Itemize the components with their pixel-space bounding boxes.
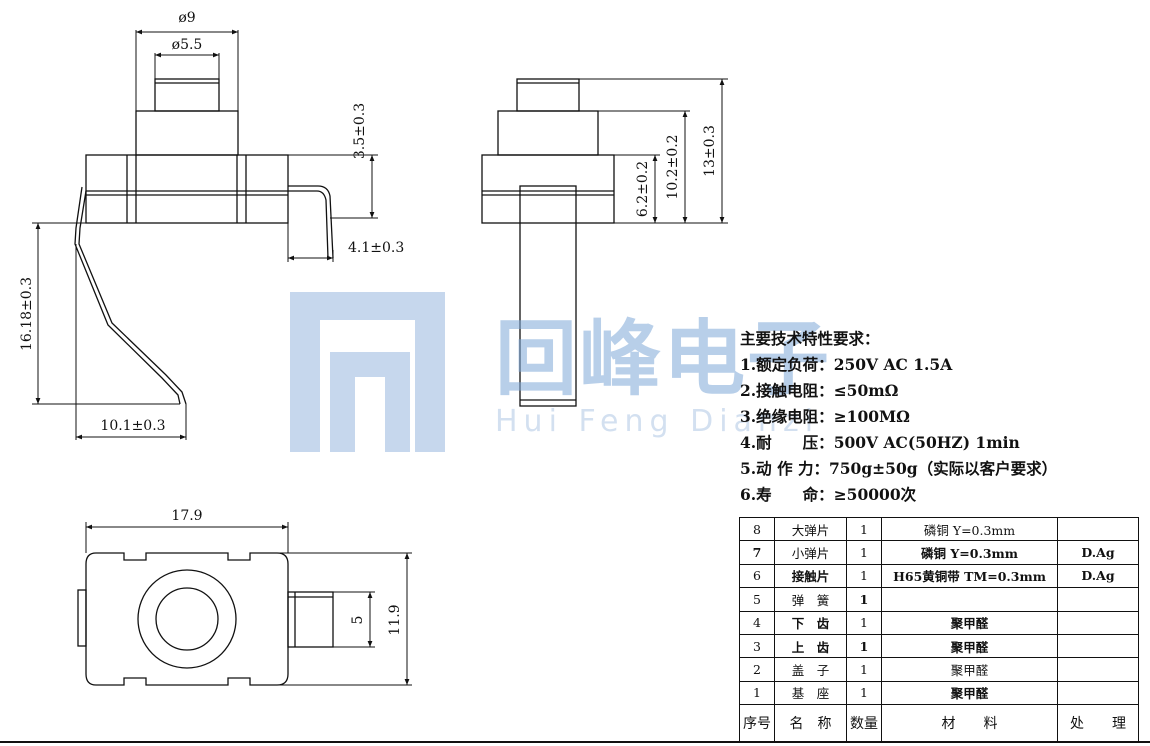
dim-h6-2: 6.2±0.2 <box>635 161 651 217</box>
bom-cell: 弹 簧 <box>774 587 847 612</box>
bom-cell: 接触片 <box>774 563 847 589</box>
spec-item: 1.额定负荷：250V AC 1.5A <box>740 352 1145 378</box>
bom-cell <box>1057 587 1139 612</box>
bom-cell: 2 <box>739 657 775 682</box>
front-view-dimensions <box>32 29 378 440</box>
bom-cell: 序号 <box>739 704 775 743</box>
watermark-logo-icon <box>290 292 445 452</box>
bom-cell: 大弹片 <box>774 516 847 542</box>
bom-cell <box>881 587 1058 612</box>
spec-text: ≥50000次 <box>833 485 917 504</box>
spec-text: ≤50mΩ <box>833 381 899 400</box>
bom-cell: 处 理 <box>1057 704 1139 743</box>
spec-text: 6.寿 命： <box>740 485 834 504</box>
top-view-dimensions <box>85 522 412 686</box>
spec-text: 3.绝缘电阻： <box>740 407 834 426</box>
bom-cell: 1 <box>846 587 882 612</box>
bom-cell: 名 称 <box>774 704 847 743</box>
bom-cell: 聚甲醛 <box>881 610 1058 635</box>
spec-item: 2.接触电阻：≤50mΩ <box>740 378 1145 404</box>
bom-cell: 聚甲醛 <box>881 633 1058 659</box>
bom-cell <box>1057 516 1139 542</box>
dim-h10-2: 10.2±0.2 <box>665 134 681 199</box>
dim-d9: ø9 <box>178 10 195 26</box>
bom-cell: 聚甲醛 <box>881 657 1058 682</box>
bom-cell: 4 <box>739 610 775 635</box>
bom-header-row: 序号名 称数量材 料处 理 <box>739 704 1139 743</box>
bom-cell: 8 <box>739 516 775 542</box>
bom-cell: 1 <box>846 680 882 706</box>
bom-cell: H65黄铜带 TM=0.3mm <box>881 563 1058 589</box>
bom-cell: 磷铜 Y=0.3mm <box>881 516 1058 542</box>
bom-cell: 7 <box>739 540 775 565</box>
bom-cell: D.Ag <box>1057 540 1139 565</box>
bom-cell <box>1057 657 1139 682</box>
bom-cell: 小弹片 <box>774 540 847 565</box>
front-view <box>74 78 334 405</box>
bom-cell: 1 <box>846 540 882 565</box>
spec-text: 2.接触电阻： <box>740 381 834 400</box>
watermark-cn: 回峰电子 <box>495 312 832 407</box>
dim-h13: 13±0.3 <box>702 125 718 177</box>
dim-w4-1: 4.1±0.3 <box>348 240 404 256</box>
spec-item: 3.绝缘电阻：≥100MΩ <box>740 404 1145 430</box>
side-view <box>481 78 615 407</box>
dim-w5: 5 <box>350 616 366 625</box>
bom-cell: 6 <box>739 563 775 589</box>
bom-cell: 3 <box>739 633 775 659</box>
watermark: 回峰电子 Hui Feng Dianzi <box>290 292 850 452</box>
dim-h16-18: 16.18±0.3 <box>19 277 35 351</box>
bom-cell: 聚甲醛 <box>881 680 1058 706</box>
bom-cell: D.Ag <box>1057 563 1139 589</box>
bom-cell: 盖 子 <box>774 657 847 682</box>
top-view <box>77 552 334 686</box>
spec-list: 主要技术特性要求： 1.额定负荷：250V AC 1.5A 2.接触电阻：≤50… <box>740 326 1145 508</box>
bom-cell: 基 座 <box>774 680 847 706</box>
bom-cell: 材 料 <box>881 704 1058 743</box>
spec-item: 6.寿 命：≥50000次 <box>740 482 1145 508</box>
bom-cell: 1 <box>846 516 882 542</box>
dim-w10-1: 10.1±0.3 <box>100 418 165 434</box>
bom-cell: 磷铜 Y=0.3mm <box>881 540 1058 565</box>
bom-cell: 1 <box>739 680 775 706</box>
bom-cell: 1 <box>846 633 882 659</box>
bom-cell: 1 <box>846 610 882 635</box>
spec-text: 500V AC(50HZ) 1min <box>833 433 1020 452</box>
bom-cell <box>1057 680 1139 706</box>
bom-cell: 下 齿 <box>774 610 847 635</box>
bom-cell: 5 <box>739 587 775 612</box>
bom-cell: 数量 <box>846 704 882 743</box>
spec-text: 1.额定负荷： <box>740 355 834 374</box>
spec-text: 5.动 作 力： <box>740 459 829 478</box>
bom-cell: 1 <box>846 657 882 682</box>
spec-title: 主要技术特性要求： <box>740 329 880 348</box>
bom-cell <box>1057 610 1139 635</box>
spec-text: 250V AC 1.5A <box>833 355 953 374</box>
dim-w17-9: 17.9 <box>171 508 202 524</box>
watermark-en: Hui Feng Dianzi <box>495 404 820 439</box>
dim-h11-9: 11.9 <box>387 604 403 635</box>
bom-cell: 1 <box>846 563 882 589</box>
spec-text: 750g±50g（实际以客户要求） <box>828 459 1058 478</box>
side-view-dimensions <box>579 78 728 224</box>
spec-text: ≥100MΩ <box>833 407 910 426</box>
dimension-labels: ø9 ø5.5 3.5±0.3 4.1±0.3 16.18±0.3 10.1±0… <box>19 10 718 636</box>
dim-h3-5: 3.5±0.3 <box>352 103 368 159</box>
dim-d5-5: ø5.5 <box>172 37 203 53</box>
spec-text: 4.耐 压： <box>740 433 834 452</box>
spec-item: 4.耐 压：500V AC(50HZ) 1min <box>740 430 1145 456</box>
spec-item: 5.动 作 力：750g±50g（实际以客户要求） <box>740 456 1145 482</box>
bom-cell <box>1057 633 1139 659</box>
bom-cell: 上 齿 <box>774 633 847 659</box>
